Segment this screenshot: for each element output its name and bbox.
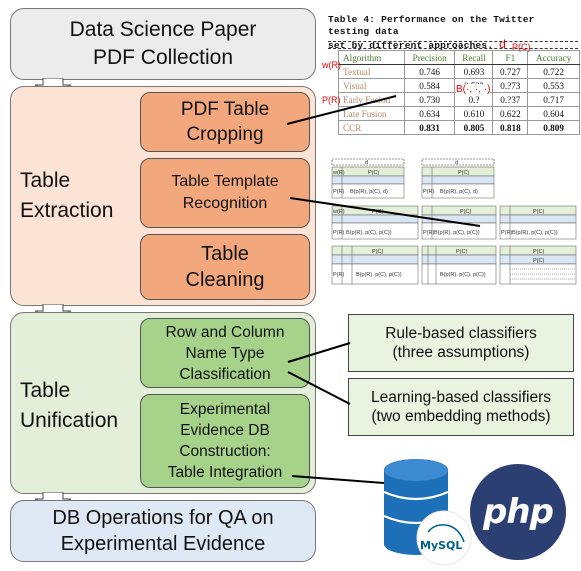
tpl-pc-4: P(C) (460, 209, 471, 215)
stage-pdf-collection: Data Science Paper PDF Collection (10, 8, 316, 80)
table-cell: 0.693 (454, 64, 494, 79)
caption-d-mark: d (499, 37, 507, 51)
table-header-cell: Accuracy (527, 50, 580, 65)
template-5 (499, 205, 577, 240)
step-table-cleaning: Table Cleaning (140, 234, 310, 300)
template-2 (421, 166, 495, 199)
tpl-pr-6: P(R) (333, 272, 344, 278)
php-logo: php (470, 464, 566, 560)
table-cell: 0.604 (527, 106, 580, 121)
table-header-cell: Algorithm (338, 50, 405, 65)
tpl-pc-5: P(C) (533, 209, 544, 215)
tpl-b-5: B(p(R), p(C), p(C)) (512, 230, 558, 236)
table-cell: 0.727 (492, 64, 529, 79)
template-1 (331, 166, 405, 199)
stage-pdf-collection-label: Data Science Paper PDF Collection (69, 18, 257, 69)
table-cell: Late Fusion (338, 106, 405, 121)
step-name-type-classification: Row and Column Name Type Classification (140, 318, 310, 388)
tpl-pc-8: P(C) (533, 249, 544, 255)
table-cell: 0.584 (403, 78, 456, 93)
step-db-construction: Experimental Evidence DB Construction: T… (140, 394, 310, 488)
table-cell: 0.746 (403, 64, 456, 79)
table-cell: 0.805 (454, 120, 494, 135)
table-caption-line2-wrap: set by different approaches. d (328, 38, 578, 52)
tpl-pr-3: P(R) (333, 230, 344, 236)
template-grid: d d w(R) P(C) P(R) B(p(R), p(C), d) P(C)… (328, 158, 578, 286)
tpl-pr-2: P(R) (423, 189, 434, 195)
table-cell: Visual (338, 78, 405, 93)
tpl-d-1: d (365, 160, 368, 166)
stage-table-unification-label: Table Unification (20, 379, 119, 432)
tpl-w-3: w(R) (332, 209, 345, 215)
table-cell: 0.622 (492, 106, 529, 121)
table-cell: 0.717 (527, 92, 580, 107)
step-db-construction-label: Experimental Evidence DB Construction: T… (167, 401, 283, 481)
table-cell: 0.634 (403, 106, 456, 121)
learning-based-classifiers: Learning-based classifiers (two embeddin… (348, 378, 574, 436)
table-cell: 0.?73 (492, 78, 529, 93)
table-cell: 0.809 (527, 120, 580, 135)
tpl-pr-1: P(R) (333, 189, 344, 195)
step-table-template-recognition: Table Template Recognition (140, 158, 310, 228)
table-caption-line2: set by different approaches. (328, 40, 494, 51)
table-cell: CCR (338, 120, 405, 135)
annot-b: B(·, ·, ·) (456, 84, 491, 95)
tpl-b-6: B(p(R), p(C), p(C)) (356, 272, 402, 278)
tpl-pc-8b: P(C) (533, 258, 544, 264)
stage-db-operations-qa-label: DB Operations for QA on Experimental Evi… (52, 507, 274, 555)
tpl-b-1: B(p(R), p(C), d) (350, 189, 388, 195)
stage-table-extraction-label: Table Extraction (20, 169, 114, 222)
template-grid-svg: d d w(R) P(C) P(R) B(p(R), p(C), d) P(C)… (331, 158, 577, 285)
php-logo-text: php (483, 492, 554, 532)
step-pdf-table-cropping-label: PDF Table Cropping (180, 99, 270, 145)
tpl-pr-5: P(R) (501, 230, 512, 236)
tpl-pc-2: P(C) (458, 170, 469, 176)
table-caption-line1: Table 4: Performance on the Twitter test… (328, 14, 535, 37)
mysql-logo-text: MySQL (420, 539, 463, 552)
table-cell: 0.722 (527, 64, 580, 79)
database-mysql-icon: MySQL (376, 456, 472, 566)
tpl-pc-6: P(C) (372, 249, 383, 255)
table-cell: 0.610 (454, 106, 494, 121)
table-header-cell: Recall (454, 50, 494, 65)
table-cell: 0.553 (527, 78, 580, 93)
example-table-area: Table 4: Performance on the Twitter test… (322, 14, 580, 148)
template-6 (331, 245, 419, 285)
tpl-w-1: w(R) (332, 170, 345, 176)
caption-bracket (328, 41, 578, 49)
annot-p-c: P(C) (512, 42, 531, 52)
annot-p-r: P(R) (322, 95, 341, 105)
table-cell: Textual (338, 64, 405, 79)
tpl-b-3: B(p(R), p(C), p(C)) (346, 230, 392, 236)
table-caption: Table 4: Performance on the Twitter test… (328, 14, 578, 52)
step-table-cleaning-label: Table Cleaning (185, 243, 265, 291)
tpl-b-4: B(p(R), p(C), p(C)) (434, 230, 480, 236)
table-cell: Early Fusion (338, 92, 405, 107)
step-pdf-table-cropping: PDF Table Cropping (140, 92, 310, 152)
table-cell: 0.818 (492, 120, 529, 135)
table-header-cell: Precision (403, 50, 456, 65)
tpl-pr-4: P(R) (423, 230, 434, 236)
stage-db-operations-qa: DB Operations for QA on Experimental Evi… (10, 500, 316, 562)
tpl-d-2: d (455, 160, 458, 166)
tpl-b-7: B(p(R), p(C), p(C)) (440, 272, 486, 278)
table-cell: 0.?37 (492, 92, 529, 107)
tpl-pc-1: P(C) (368, 170, 379, 176)
table-cell: 0.730 (403, 92, 456, 107)
template-8 (499, 245, 577, 285)
tpl-pc-3: P(C) (372, 209, 383, 215)
template-7 (421, 245, 497, 285)
tpl-b-2: B(p(R), p(C), d) (440, 189, 478, 195)
tpl-pc-7: P(C) (456, 249, 467, 255)
table-header-cell: F1 (492, 50, 529, 65)
rule-based-classifiers: Rule-based classifiers (three assumption… (348, 314, 574, 372)
table-cell: 0.831 (403, 120, 456, 135)
step-table-template-recognition-label: Table Template Recognition (171, 173, 279, 212)
annot-w-r: w(R) (322, 60, 341, 70)
step-name-type-classification-label: Row and Column Name Type Classification (165, 323, 285, 383)
